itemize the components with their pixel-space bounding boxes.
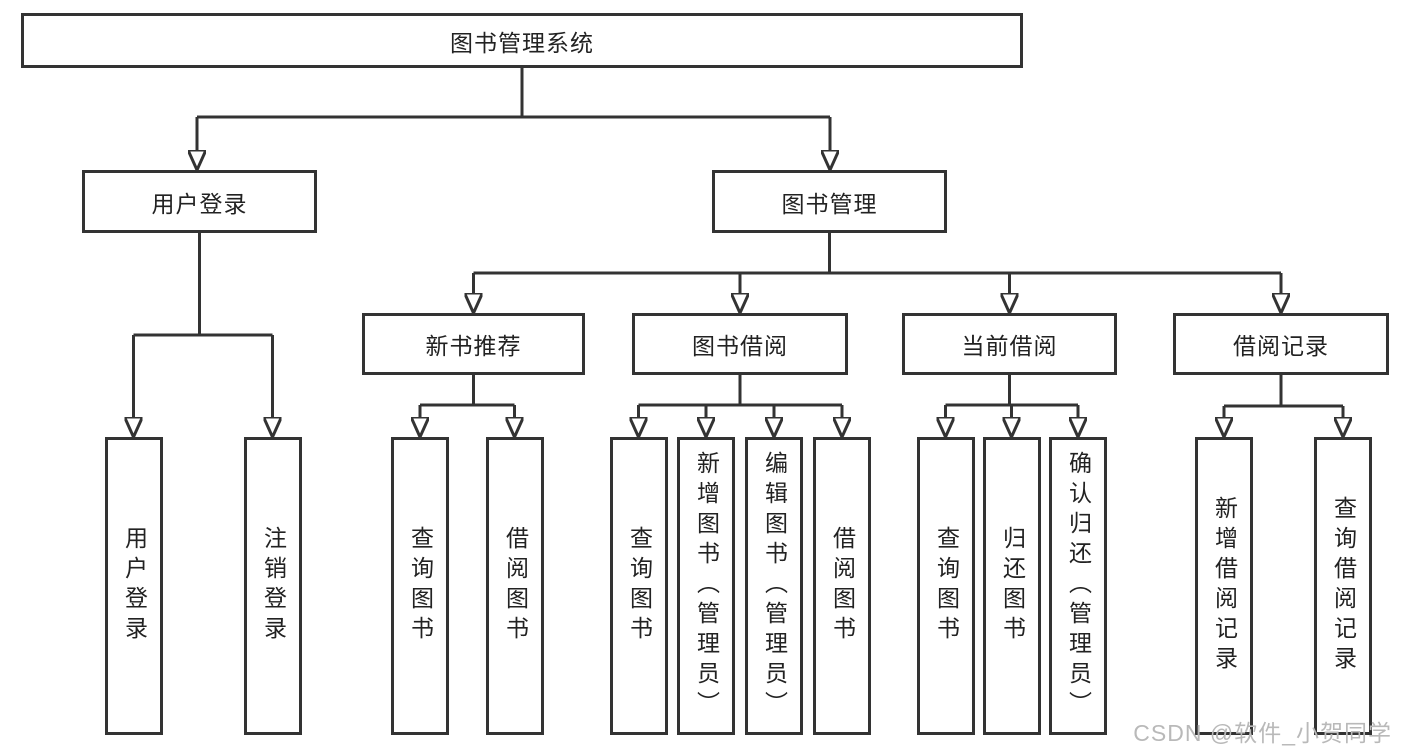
node-label: 新增借阅记录 — [1211, 496, 1238, 676]
node-label: 确认归还（管理员） — [1065, 451, 1092, 721]
node-borrowing-records: 借阅记录 — [1173, 313, 1389, 375]
leaf-query-books-current: 查询图书 — [917, 437, 975, 735]
leaf-return-book: 归还图书 — [983, 437, 1041, 735]
leaf-logout: 注销登录 — [244, 437, 302, 735]
node-book-borrowing: 图书借阅 — [632, 313, 848, 375]
node-label: 借阅图书 — [829, 526, 856, 646]
node-label: 用户登录 — [151, 190, 248, 217]
leaf-query-borrow-record: 查询借阅记录 — [1314, 437, 1372, 735]
leaf-user-login: 用户登录 — [105, 437, 163, 735]
node-label: 查询图书 — [933, 526, 960, 646]
node-current-borrowing: 当前借阅 — [902, 313, 1117, 375]
node-label: 当前借阅 — [961, 333, 1058, 359]
node-label: 图书借阅 — [692, 333, 788, 359]
node-label: 图书管理 — [781, 190, 878, 217]
leaf-query-books-borrowing: 查询图书 — [610, 437, 668, 735]
leaf-borrow-books: 借阅图书 — [813, 437, 871, 735]
node-label: 查询图书 — [626, 526, 653, 646]
node-user-login: 用户登录 — [82, 170, 317, 233]
node-label: 归还图书 — [999, 526, 1026, 646]
leaf-add-book-admin: 新增图书（管理员） — [677, 437, 735, 735]
node-label: 查询图书 — [407, 526, 434, 646]
node-label: 用户登录 — [121, 526, 148, 646]
node-label: 新增图书（管理员） — [693, 451, 720, 721]
leaf-confirm-return-admin: 确认归还（管理员） — [1049, 437, 1107, 735]
leaf-add-borrow-record: 新增借阅记录 — [1195, 437, 1253, 735]
node-label: 图书管理系统 — [450, 29, 594, 56]
node-label: 借阅图书 — [502, 526, 529, 646]
node-book-management: 图书管理 — [712, 170, 947, 233]
node-library-management-system: 图书管理系统 — [21, 13, 1023, 68]
node-label: 新书推荐 — [425, 333, 522, 359]
leaf-borrow-books-recommend: 借阅图书 — [486, 437, 544, 735]
leaf-query-books-recommend: 查询图书 — [391, 437, 449, 735]
node-label: 编辑图书（管理员） — [761, 451, 788, 721]
node-new-book-recommendation: 新书推荐 — [362, 313, 585, 375]
node-label: 注销登录 — [260, 526, 287, 646]
node-label: 借阅记录 — [1233, 333, 1329, 359]
leaf-edit-book-admin: 编辑图书（管理员） — [745, 437, 803, 735]
csdn-watermark: CSDN @软件_小贺同学 — [1133, 720, 1392, 746]
node-label: 查询借阅记录 — [1330, 496, 1357, 676]
